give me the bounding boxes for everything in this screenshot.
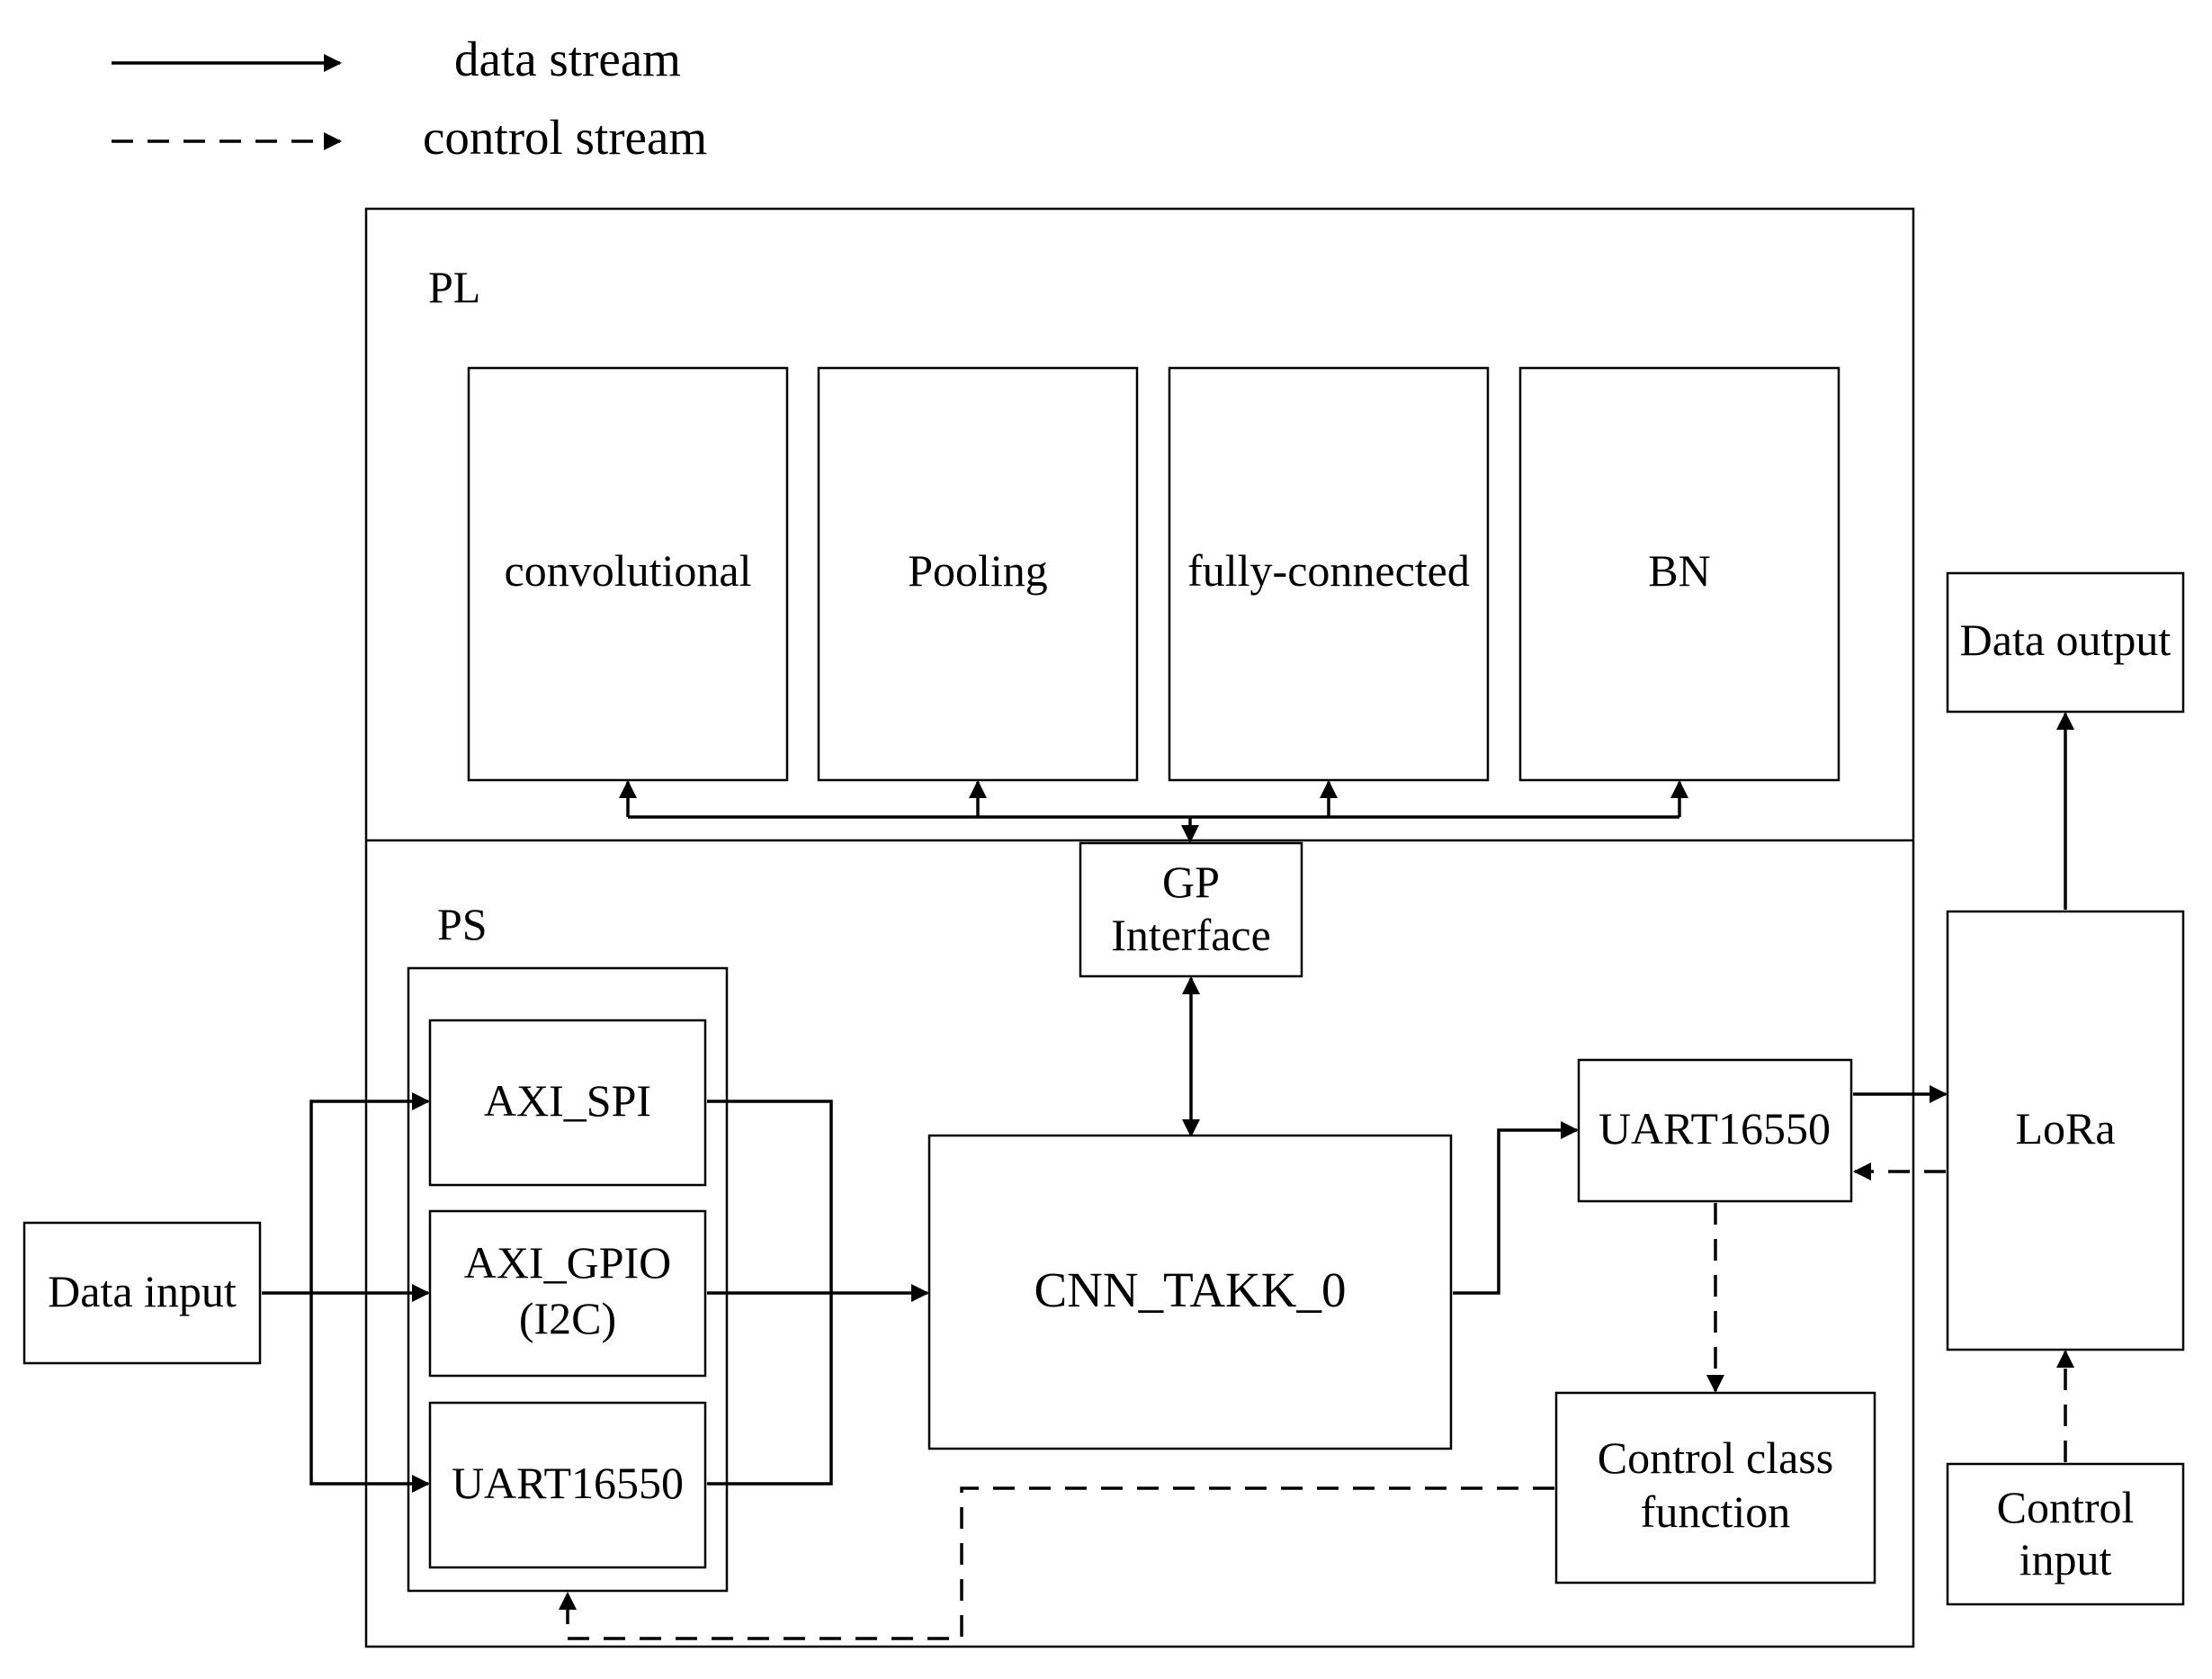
pl-module-convolutional: convolutional (467, 366, 789, 782)
axi-spi-label: AXI_SPI (484, 1075, 651, 1126)
pl-bus (619, 780, 1688, 843)
uart-out-block: UART16550 (1577, 1058, 1853, 1203)
legend: data stream control stream (112, 31, 707, 165)
pl-module-bn: BN (1518, 366, 1840, 782)
legend-control-label: control stream (423, 110, 707, 165)
control-input-line2: input (2019, 1534, 2112, 1585)
input-interfaces-group (407, 966, 729, 1593)
control-class-line2: function (1641, 1486, 1791, 1537)
axi-spi-block: AXI_SPI (428, 1019, 707, 1187)
pooling-label: Pooling (908, 545, 1048, 596)
cnn-to-uart-link (1453, 1121, 1579, 1295)
data-input-fanout (262, 1092, 430, 1493)
uart-out-label: UART16550 (1599, 1103, 1831, 1154)
cnn-label: CNN_TAKK_0 (1034, 1262, 1347, 1317)
control-class-line1: Control class (1598, 1432, 1833, 1483)
lora-label: LoRa (2015, 1103, 2115, 1154)
axi-gpio-block: AXI_GPIO (I2C) (428, 1209, 707, 1378)
cnn-block: CNN_TAKK_0 (927, 1134, 1453, 1450)
control-input-line1: Control (1997, 1482, 2135, 1532)
axi-gpio-label-line1: AXI_GPIO (464, 1237, 672, 1288)
legend-data-label: data stream (454, 31, 681, 86)
data-input-label: Data input (48, 1266, 237, 1316)
fpga-outer-frame (364, 207, 1915, 1648)
gp-interface-line1: GP (1162, 857, 1220, 907)
data-output-label: Data output (1960, 615, 2172, 665)
lora-block: LoRa (1946, 910, 2185, 1351)
uart-in-block: UART16550 (428, 1401, 707, 1569)
pl-module-fully-connected: fully-connected (1168, 366, 1490, 782)
control-class-block: Control class function (1554, 1391, 1876, 1585)
control-class-to-interfaces-link (559, 1486, 1554, 1640)
interfaces-to-cnn (707, 1100, 929, 1486)
ps-region-label: PS (437, 899, 488, 949)
bn-label: BN (1648, 545, 1710, 596)
data-output-block: Data output (1946, 571, 2185, 714)
fully-connected-label: fully-connected (1187, 545, 1470, 596)
data-input-block: Data input (22, 1221, 262, 1365)
control-input-block: Control input (1946, 1462, 2185, 1606)
pl-module-pooling: Pooling (817, 366, 1139, 782)
axi-gpio-label-line2: (I2C) (519, 1293, 616, 1343)
gp-interface: GP Interface (1079, 841, 1303, 978)
pl-region-label: PL (428, 262, 480, 312)
gp-interface-line2: Interface (1111, 910, 1271, 960)
convolutional-label: convolutional (505, 545, 752, 596)
uart-in-label: UART16550 (452, 1458, 684, 1508)
